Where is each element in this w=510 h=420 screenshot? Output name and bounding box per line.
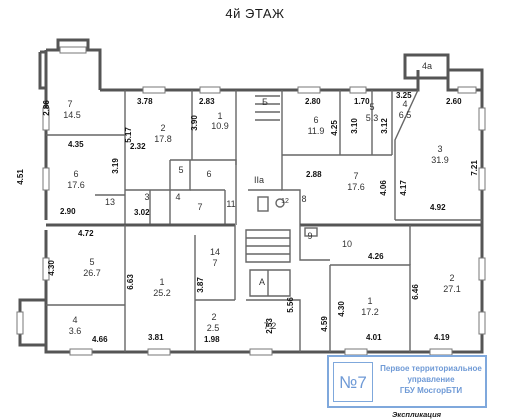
dim-label: 4.01 <box>366 333 382 342</box>
dim-label: 2.53 <box>264 318 274 334</box>
dim-label: 2.88 <box>306 170 322 179</box>
room-2-bottom-number: 2 <box>211 312 217 322</box>
room-7-small-number: 7 <box>197 202 203 212</box>
room-7-mid-number: 7 <box>353 171 359 181</box>
room-10-number: 10 <box>341 239 352 249</box>
dim-label: 4.25 <box>329 120 339 136</box>
room-5-small-number: 5 <box>178 165 184 175</box>
dim-label: 2.60 <box>446 97 462 106</box>
dim-label: 3.02 <box>134 208 150 217</box>
room-2-number: 2 <box>160 123 166 133</box>
dim-label: 4.30 <box>336 301 346 317</box>
dim-label: 3.12 <box>379 118 389 134</box>
stamp-line-3: ГБУ МосгорБТИ <box>399 386 463 395</box>
room-2-right-number: 2 <box>449 273 455 283</box>
room-7-number: 7 <box>67 99 73 109</box>
registration-stamp: №7 Первое территориальное управление ГБУ… <box>327 355 487 408</box>
dim-label: 2.86 <box>41 100 51 116</box>
room-7-area: 14.5 <box>63 110 81 120</box>
stamp-number: №7 <box>333 362 373 402</box>
room-4-mid-number: 4 <box>402 99 408 109</box>
room-4-bottom-area: 3.6 <box>68 326 82 336</box>
room-7-mid-area: 17.6 <box>347 182 365 192</box>
dim-label: 4.19 <box>434 333 450 342</box>
dim-label: 2.83 <box>199 97 215 106</box>
room-4-mid-area: 6.5 <box>398 110 412 120</box>
room-3-right-area: 31.9 <box>431 155 449 165</box>
dim-label: 3.87 <box>195 277 205 293</box>
dim-label: 3.25 <box>396 91 412 100</box>
room-6-mid-number: 6 <box>313 115 319 125</box>
dim-label: 1.98 <box>204 335 220 344</box>
room-2-right-area: 27.1 <box>443 284 461 294</box>
room-2-bottom-area: 2.5 <box>206 323 220 333</box>
room-5-mid-number: 5 <box>369 102 375 112</box>
room-b-number: Б <box>262 97 268 107</box>
room-11-number: 11 <box>226 199 236 209</box>
dim-label: 4.51 <box>15 169 25 185</box>
dim-label: 3.19 <box>110 158 120 174</box>
stamp-line-1: Первое территориальное <box>380 364 482 373</box>
dim-label: 6.63 <box>125 274 135 290</box>
room-1-mid-number: 1 <box>367 296 373 306</box>
dim-label: 4.66 <box>92 335 108 344</box>
room-5-bottom-area: 26.7 <box>83 268 101 278</box>
room-3-right-number: 3 <box>437 144 443 154</box>
dim-label: 4.06 <box>378 180 388 196</box>
dim-label: 2.90 <box>60 207 76 216</box>
stamp-text: Первое территориальное управление ГБУ Мо… <box>377 363 485 396</box>
room-1-top-number: 1 <box>217 111 223 121</box>
explication-label: Экспликация <box>392 410 442 419</box>
room-13-number: 13 <box>104 197 115 207</box>
dim-label: 3.10 <box>349 118 359 134</box>
room-2-area: 17.8 <box>154 134 172 144</box>
room-14-number: 14 <box>209 247 220 257</box>
floor-title: 4й ЭТАЖ <box>225 6 285 21</box>
room-7-2-label: 7.2 <box>263 321 277 331</box>
room-14-area: 7 <box>212 258 218 268</box>
dim-label: 4.30 <box>46 260 56 276</box>
room-1-top-area: 10.9 <box>211 121 229 131</box>
dim-label: 2.80 <box>305 97 321 106</box>
room-4-small-number: 4 <box>175 192 181 202</box>
room-1-bottom-number: 1 <box>159 277 165 287</box>
dim-label: 3.78 <box>137 97 153 106</box>
room-1-mid-area: 17.2 <box>361 307 379 317</box>
room-9-number: 9 <box>307 231 313 241</box>
stamp-line-2: управление <box>407 375 455 384</box>
dim-label: 1.70 <box>354 97 370 106</box>
dim-label: 7.21 <box>469 160 479 176</box>
room-4a-number: 4a <box>421 61 432 71</box>
room-1-bottom-area: 25.2 <box>153 288 171 298</box>
room-5-mid-area: 5.3 <box>365 113 379 123</box>
dim-label: 5.17 <box>123 127 133 143</box>
dim-label: 4.26 <box>368 252 384 261</box>
dim-label: 3.81 <box>148 333 164 342</box>
dim-label: 3.90 <box>189 115 199 131</box>
room-8-number: 8 <box>301 194 307 204</box>
dim-label: 4.59 <box>319 316 329 332</box>
dim-label: 2.32 <box>130 142 146 151</box>
room-6-small-number: 6 <box>206 169 212 179</box>
room-a-number: А <box>258 277 265 287</box>
room-iia-number: IIa <box>253 175 264 185</box>
dim-label: 5.56 <box>285 297 295 313</box>
room-6-mid-area: 11.9 <box>307 126 325 136</box>
room-5-bottom-number: 5 <box>89 257 95 267</box>
room-6-west-area: 17.6 <box>67 180 85 190</box>
dim-label: 4.92 <box>430 203 446 212</box>
room-6-west-number: 6 <box>73 169 79 179</box>
room-12-number: 12 <box>281 198 289 205</box>
dim-label: 4.72 <box>78 229 94 238</box>
room-4-bottom-number: 4 <box>72 315 78 325</box>
dim-label: 4.17 <box>398 180 408 196</box>
dim-label: 4.35 <box>68 140 84 149</box>
dim-label: 6.46 <box>410 284 420 300</box>
room-3-small-number: 3 <box>144 192 150 202</box>
